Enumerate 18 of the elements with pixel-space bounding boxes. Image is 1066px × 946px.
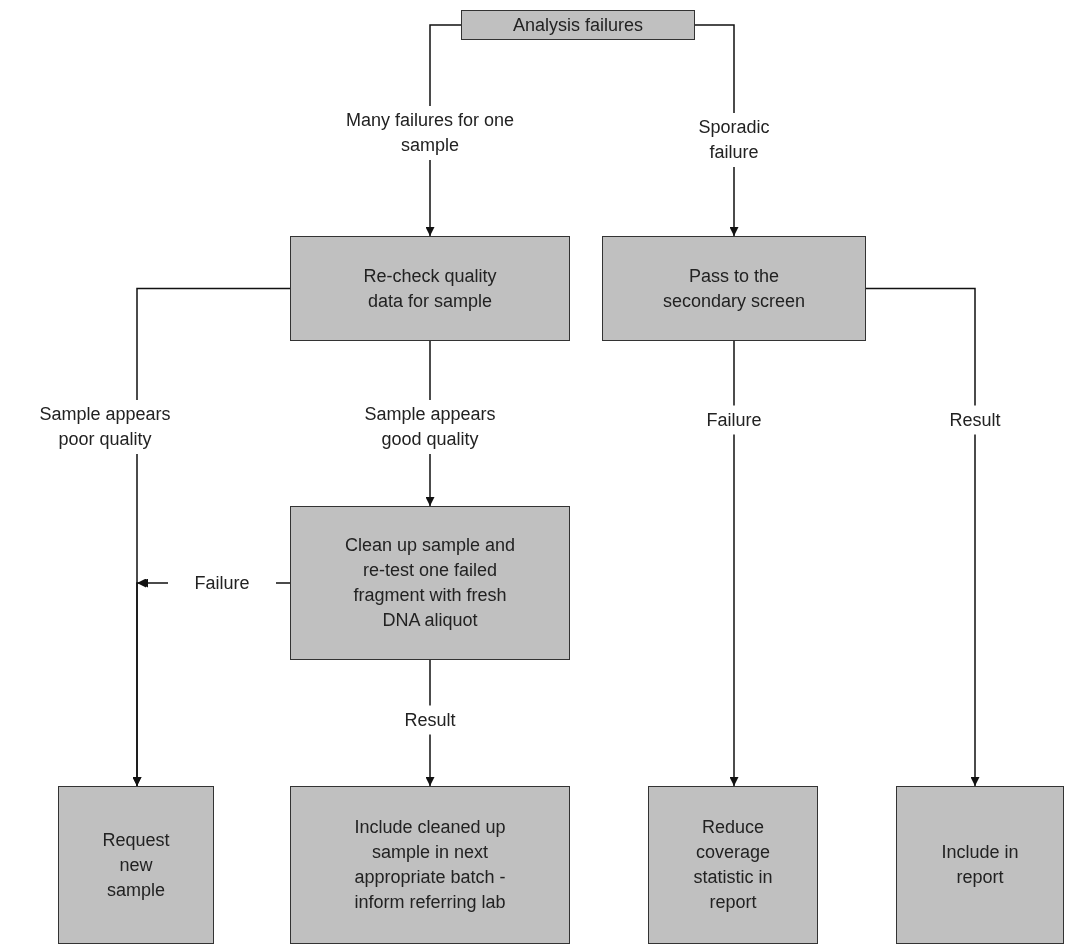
process-box — [290, 236, 570, 341]
process-box — [648, 786, 818, 944]
process-box — [461, 10, 695, 40]
process-box — [896, 786, 1064, 944]
arrow — [729, 340, 739, 787]
box-text: Include cleaned up sample in next appropriate batch - inform referring lab — [353, 816, 507, 914]
box-text: Request new sample — [101, 828, 171, 902]
process-box — [58, 786, 214, 944]
box-text: Reduce coverage statistic in report — [692, 816, 774, 914]
box-text: Re-check quality data for sample — [362, 264, 498, 313]
process-box — [290, 506, 570, 660]
box-text: Include in report — [940, 841, 1020, 889]
arrow — [865, 287, 980, 787]
box-text: Pass to the secondary screen — [661, 264, 807, 313]
process-box — [602, 236, 866, 341]
box-text: Clean up sample and re-test one failed fragment with fresh DNA aliquot — [343, 534, 517, 632]
process-box — [290, 786, 570, 944]
box-text: Analysis failures — [512, 13, 644, 37]
